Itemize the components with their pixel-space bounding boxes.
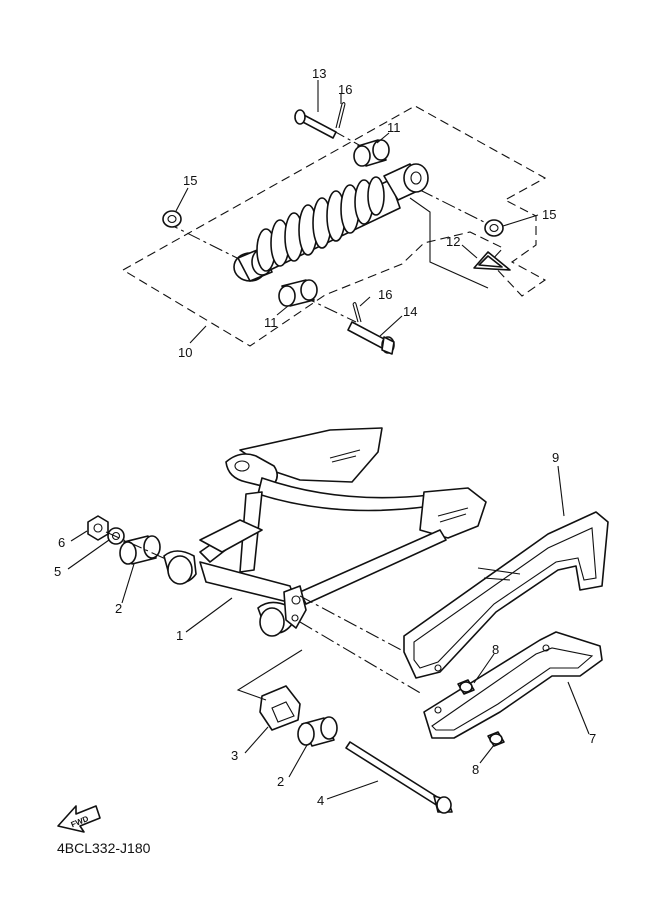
shock-absorber xyxy=(233,163,429,282)
assembly-boundary-dashed xyxy=(122,105,547,347)
rear-arm xyxy=(163,427,487,637)
nut-6 xyxy=(87,515,109,541)
bushing-11-upper xyxy=(353,139,390,167)
callout-15-right: 15 xyxy=(542,207,556,222)
clip-12 xyxy=(473,251,511,271)
washer-15-right xyxy=(484,219,504,237)
bushing-2-lower xyxy=(297,716,338,747)
bolt-8-upper xyxy=(457,679,475,695)
callout-14: 14 xyxy=(403,304,417,319)
spacer-3 xyxy=(259,685,301,731)
bolt-8-lower xyxy=(487,731,505,747)
callout-5: 5 xyxy=(54,564,61,579)
chain-guide-7 xyxy=(423,631,603,739)
rear-arm-group: 6 5 2 1 9 8 7 8 3 2 4 xyxy=(54,427,609,814)
pivot-shaft-4 xyxy=(345,741,453,814)
fwd-arrow-icon: FWD xyxy=(57,805,101,833)
callout-1: 1 xyxy=(176,628,183,643)
shock-assembly-group: 13 16 11 15 15 12 16 14 11 10 xyxy=(122,66,556,360)
callout-11-upper: 11 xyxy=(387,120,401,135)
callout-7: 7 xyxy=(589,731,596,746)
bolt-13 xyxy=(294,109,337,139)
callout-9: 9 xyxy=(552,450,559,465)
callout-13: 13 xyxy=(312,66,326,81)
figure-code: 4BCL332-J180 xyxy=(57,840,151,856)
cotter-pin-16-bottom xyxy=(352,301,362,323)
shock-spring xyxy=(256,176,385,272)
callout-10: 10 xyxy=(178,345,192,360)
callout-8-upper: 8 xyxy=(492,642,499,657)
callout-16-top: 16 xyxy=(338,82,352,97)
callout-12: 12 xyxy=(446,234,460,249)
chain-cover-9 xyxy=(403,511,609,679)
bolt-14 xyxy=(347,321,395,355)
callout-2-lower: 2 xyxy=(277,774,284,789)
cotter-pin-16-top xyxy=(335,101,346,129)
bushing-2-upper xyxy=(119,535,161,565)
washer-15-left xyxy=(162,210,182,228)
shock-centerline xyxy=(164,221,246,263)
callout-4: 4 xyxy=(317,793,324,808)
bushing-11-lower xyxy=(278,279,318,307)
callout-15-left: 15 xyxy=(183,173,197,188)
callout-3: 3 xyxy=(231,748,238,763)
callout-6: 6 xyxy=(58,535,65,550)
callout-2-upper: 2 xyxy=(115,601,122,616)
callout-11-lower: 11 xyxy=(264,315,278,330)
callout-8-lower: 8 xyxy=(472,762,479,777)
shock-centerline-upper xyxy=(419,189,493,227)
callout-16-bottom: 16 xyxy=(378,287,392,302)
